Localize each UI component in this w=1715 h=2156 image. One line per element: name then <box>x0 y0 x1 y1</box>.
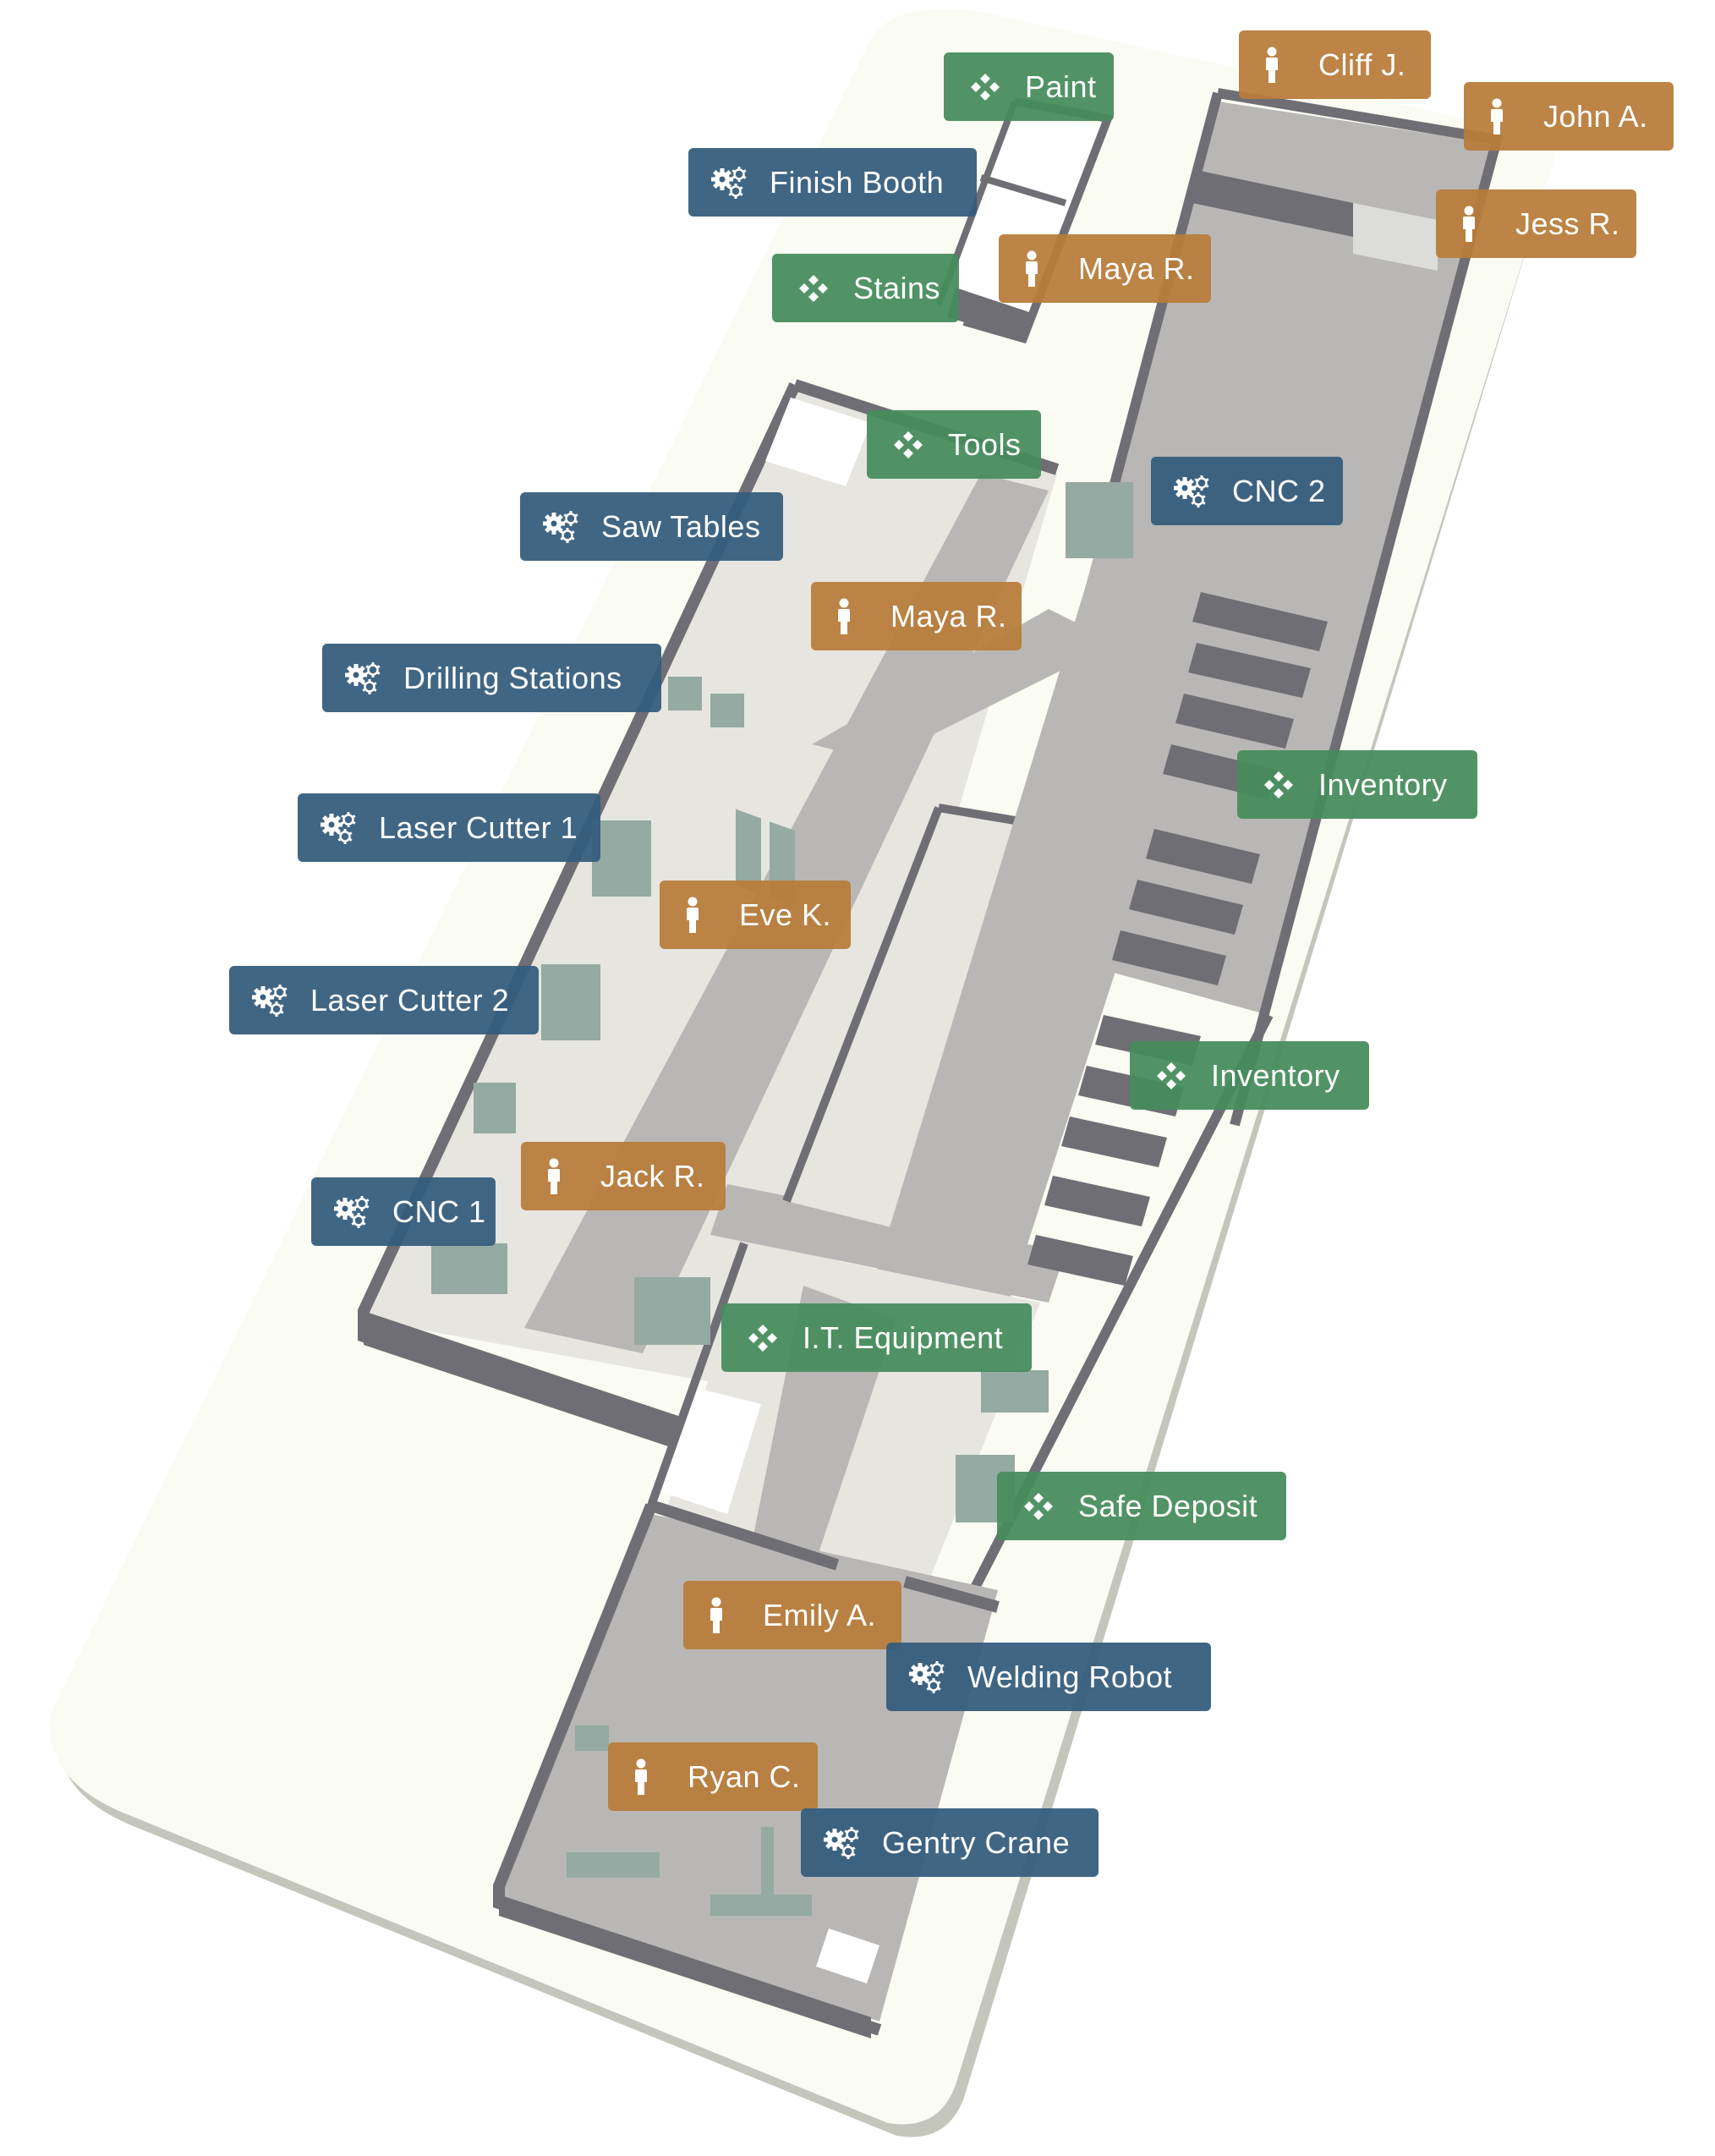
diamond-cluster-icon <box>742 1321 784 1355</box>
map-label-gentry-crane[interactable]: Gentry Crane <box>801 1808 1099 1877</box>
map-label-emily-a[interactable]: Emily A. <box>683 1581 901 1649</box>
map-label-text: John A. <box>1543 98 1648 134</box>
map-label-text: Paint <box>1025 69 1097 104</box>
map-label-cliff-j[interactable]: Cliff J. <box>1239 30 1431 99</box>
map-label-maya-r-mid[interactable]: Maya R. <box>811 582 1022 650</box>
map-label-jack-r[interactable]: Jack R. <box>521 1142 726 1210</box>
map-label-jess-r[interactable]: Jess R. <box>1436 189 1636 258</box>
diamond-cluster-icon <box>1257 768 1300 802</box>
map-label-text: Jack R. <box>600 1158 705 1193</box>
person-icon <box>541 1158 567 1194</box>
map-label-welding-robot[interactable]: Welding Robot <box>886 1643 1211 1711</box>
gears-icon <box>318 811 360 845</box>
map-label-text: Inventory <box>1318 766 1448 802</box>
map-label-john-a[interactable]: John A. <box>1464 82 1674 151</box>
map-label-it-equipment[interactable]: I.T. Equipment <box>721 1303 1032 1372</box>
map-label-text: Laser Cutter 2 <box>310 982 510 1018</box>
map-label-eve-k[interactable]: Eve K. <box>660 881 851 949</box>
map-label-text: Maya R. <box>1078 250 1195 286</box>
map-label-text: Gentry Crane <box>882 1824 1071 1860</box>
map-label-text: CNC 2 <box>1232 473 1326 508</box>
map-label-text: Safe Deposit <box>1078 1488 1258 1523</box>
gears-icon <box>342 661 385 695</box>
gears-icon <box>249 984 292 1018</box>
map-label-tools[interactable]: Tools <box>867 410 1041 479</box>
map-label-text: Welding Robot <box>967 1659 1172 1694</box>
map-label-text: Laser Cutter 1 <box>379 809 578 845</box>
person-icon <box>1019 250 1044 287</box>
person-icon <box>831 598 857 634</box>
diamond-cluster-icon <box>887 428 929 462</box>
equipment-blocks <box>431 482 1133 1916</box>
map-label-saw-tables[interactable]: Saw Tables <box>520 492 783 561</box>
map-label-ryan-c[interactable]: Ryan C. <box>608 1742 818 1811</box>
map-label-text: Cliff J. <box>1318 47 1406 82</box>
map-label-text: Saw Tables <box>601 508 761 544</box>
finish-wing-floor <box>939 110 1108 338</box>
diamond-cluster-icon <box>1017 1489 1060 1523</box>
person-icon <box>680 897 705 933</box>
map-label-text: CNC 1 <box>392 1193 486 1229</box>
map-label-text: Eve K. <box>739 897 832 932</box>
gears-icon <box>540 510 583 544</box>
map-label-text: Jess R. <box>1515 206 1620 241</box>
map-label-text: Inventory <box>1211 1057 1340 1093</box>
map-label-laser-cutter-1[interactable]: Laser Cutter 1 <box>298 793 600 862</box>
map-label-maya-r-top[interactable]: Maya R. <box>999 234 1211 303</box>
map-label-inventory-1[interactable]: Inventory <box>1237 750 1477 819</box>
person-icon <box>704 1597 729 1633</box>
map-label-finish-booth[interactable]: Finish Booth <box>688 148 977 217</box>
map-label-text: Ryan C. <box>688 1758 801 1794</box>
map-label-text: Drilling Stations <box>403 660 622 695</box>
map-label-cnc-1[interactable]: CNC 1 <box>311 1177 496 1246</box>
map-label-text: Stains <box>853 270 941 305</box>
gears-icon <box>709 166 751 200</box>
person-icon <box>1259 47 1285 83</box>
map-label-drilling-stations[interactable]: Drilling Stations <box>322 644 661 712</box>
map-label-laser-cutter-2[interactable]: Laser Cutter 2 <box>229 966 539 1034</box>
gears-icon <box>331 1195 374 1229</box>
map-label-text: Maya R. <box>890 598 1007 634</box>
person-icon <box>628 1758 654 1795</box>
gears-icon <box>907 1660 949 1694</box>
gears-icon <box>1171 475 1214 508</box>
map-label-text: Tools <box>948 426 1022 462</box>
diamond-cluster-icon <box>1150 1059 1192 1093</box>
map-label-text: Finish Booth <box>770 164 945 200</box>
map-label-safe-deposit[interactable]: Safe Deposit <box>997 1472 1286 1540</box>
map-label-paint[interactable]: Paint <box>944 52 1114 121</box>
person-icon <box>1456 206 1482 242</box>
map-label-stains[interactable]: Stains <box>772 254 959 322</box>
gears-icon <box>821 1826 863 1860</box>
diamond-cluster-icon <box>964 70 1006 104</box>
map-label-inventory-2[interactable]: Inventory <box>1130 1041 1369 1110</box>
map-label-text: Emily A. <box>763 1597 877 1632</box>
map-label-text: I.T. Equipment <box>803 1319 1004 1355</box>
storage-room-white <box>765 398 871 486</box>
map-label-cnc-2[interactable]: CNC 2 <box>1151 457 1343 525</box>
person-icon <box>1484 98 1510 134</box>
diamond-cluster-icon <box>792 272 835 305</box>
